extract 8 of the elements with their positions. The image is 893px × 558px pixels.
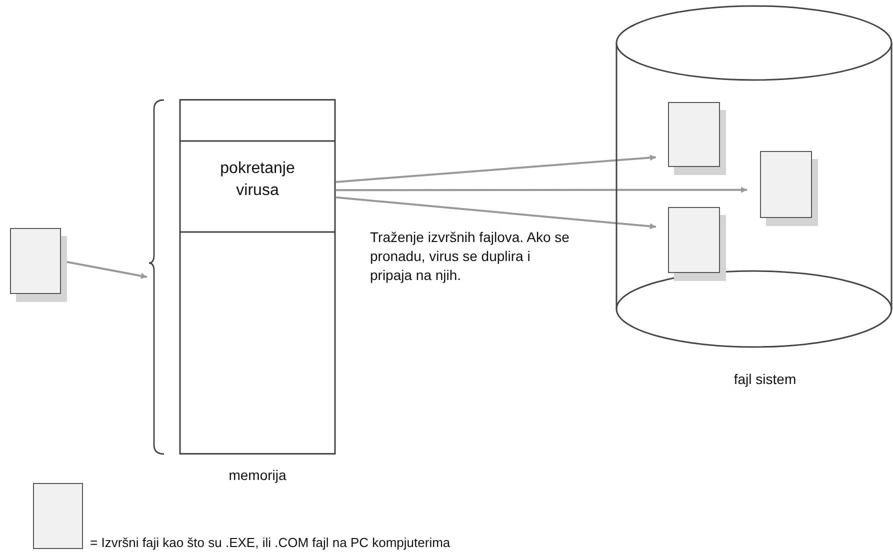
node-label: fajl sistem	[732, 370, 798, 389]
node-label: memorija	[228, 466, 288, 485]
note-text: Traženje izvršnih fajlova. Ako se pronadu, virus se duplira i pripaja na njih.	[370, 228, 570, 285]
section-label: pokretanje virusa	[219, 158, 296, 200]
arrow	[336, 186, 747, 193]
arrow	[336, 154, 656, 183]
arrow	[336, 196, 656, 230]
legend-text: = Izvršni faji kao što su .EXE, ili .COM fajl na PC kompjuterima	[90, 534, 450, 552]
